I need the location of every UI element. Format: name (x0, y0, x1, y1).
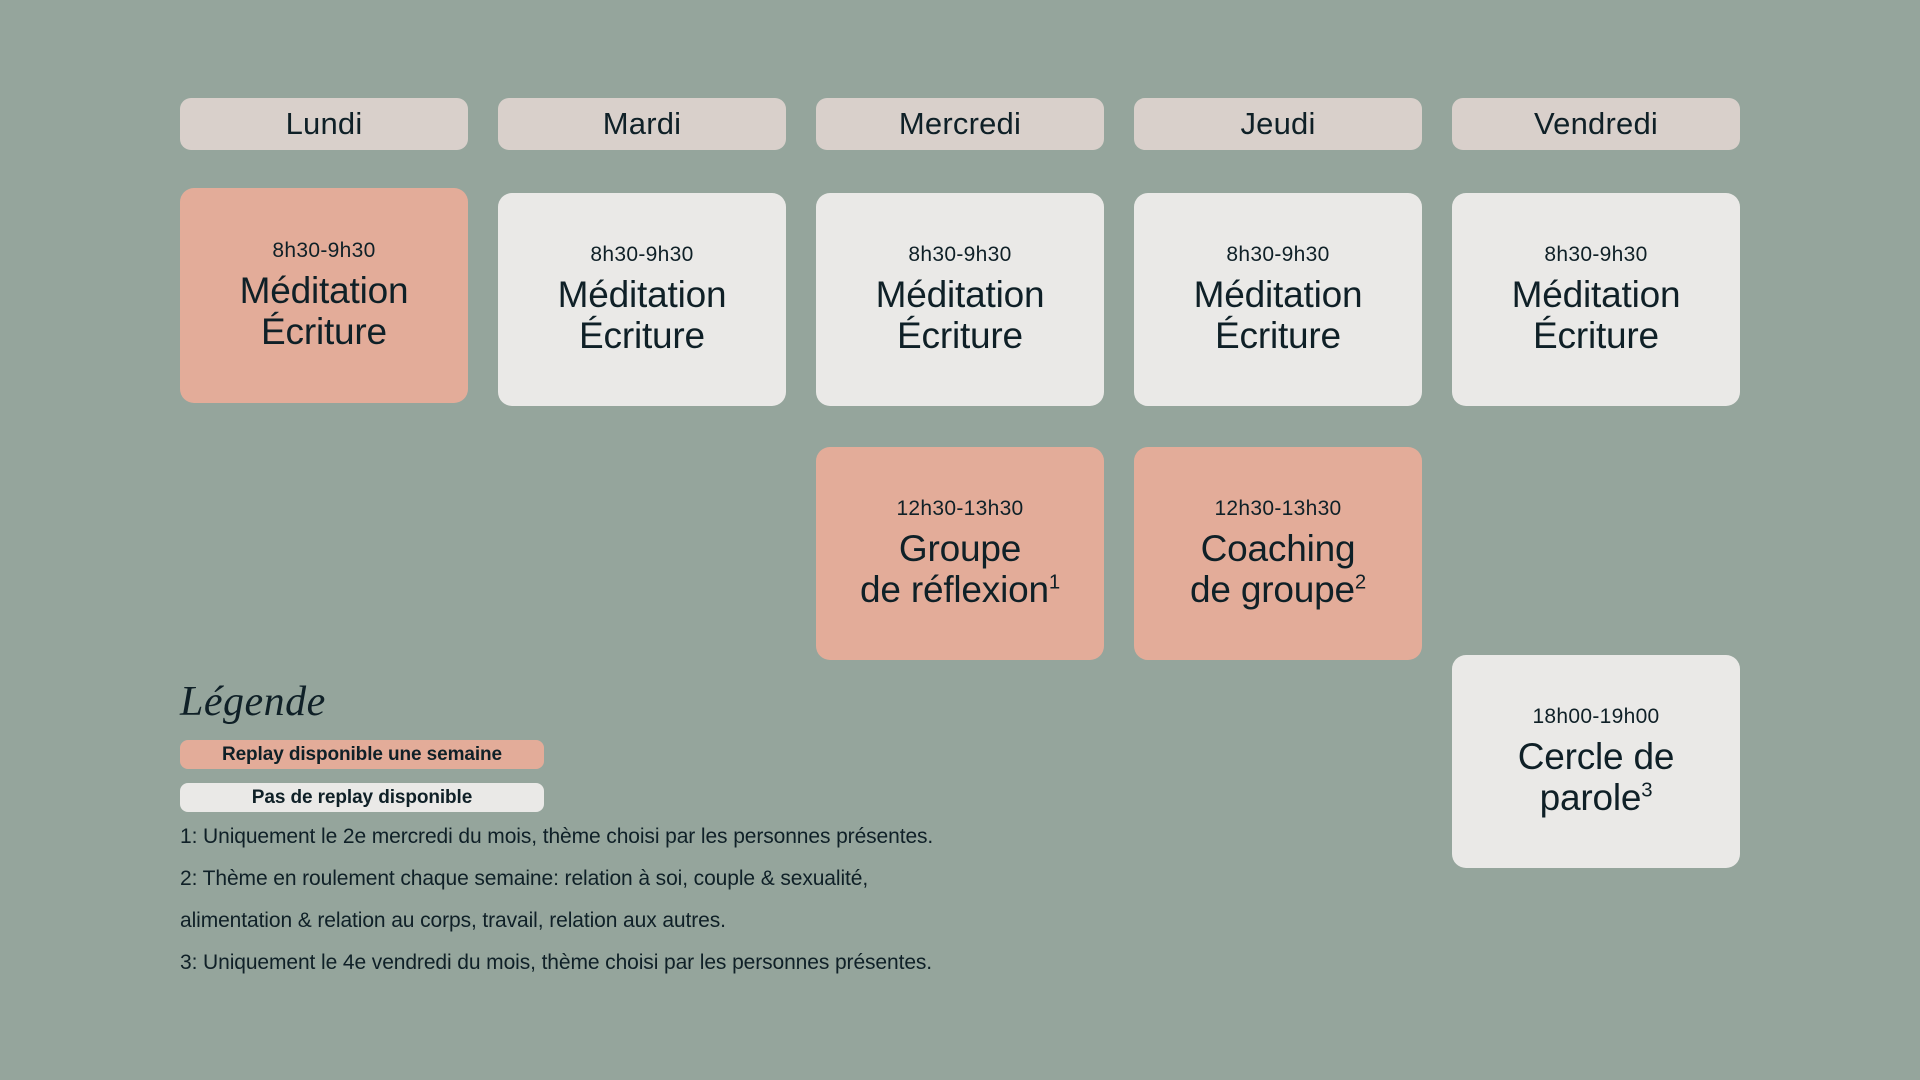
session-title-line-1: Groupe (898, 527, 1022, 569)
session-title-line-2-text: de groupe (1190, 569, 1355, 611)
session-title-line-2: Écriture (1512, 315, 1681, 356)
session-title-line-1: Méditation (239, 269, 409, 311)
legend-pill-replay-available: Replay disponible une semaine (180, 740, 544, 769)
day-headers-row: Lundi Mardi Mercredi Jeudi Vendredi (180, 98, 1740, 150)
session-time: 8h30-9h30 (272, 239, 376, 263)
session-title-line-2: Écriture (1194, 315, 1363, 356)
session-time: 8h30-9h30 (1226, 243, 1330, 267)
session-time: 18h00-19h00 (1532, 705, 1660, 729)
session-time: 8h30-9h30 (908, 243, 1012, 267)
session-title-line-1: Coaching (1200, 527, 1356, 569)
footnote-marker: 1 (1048, 571, 1060, 594)
footnotes-list: 1: Uniquement le 2e mercredi du mois, th… (180, 826, 940, 973)
session-title-line-2: Écriture (876, 315, 1045, 356)
session-time: 8h30-9h30 (590, 243, 694, 267)
footnote-line: 1: Uniquement le 2e mercredi du mois, th… (180, 825, 934, 848)
session-time: 12h30-13h30 (1214, 497, 1342, 521)
legend-section: Légende Replay disponible une semaine Pa… (180, 678, 940, 994)
day-header-jeudi[interactable]: Jeudi (1134, 98, 1422, 150)
day-header-lundi[interactable]: Lundi (180, 98, 468, 150)
empty-slot (1134, 655, 1422, 868)
day-header-mardi[interactable]: Mardi (498, 98, 786, 150)
day-header-vendredi[interactable]: Vendredi (1452, 98, 1740, 150)
footnote-line: alimentation & relation au corps, travai… (180, 909, 726, 932)
empty-slot (180, 447, 468, 660)
day-header-mercredi[interactable]: Mercredi (816, 98, 1104, 150)
session-title-line-1: Méditation (875, 273, 1045, 315)
empty-slot (498, 447, 786, 660)
session-title-line-2: Écriture (558, 315, 727, 356)
session-time: 12h30-13h30 (896, 497, 1024, 521)
legend-pill-no-replay: Pas de replay disponible (180, 783, 544, 812)
session-title-line-2: de réflexion1 (860, 569, 1060, 610)
session-title-line-2-text: parole (1539, 777, 1642, 819)
session-title-line-2: parole3 (1518, 777, 1675, 818)
session-title-line-2-text: Écriture (261, 311, 387, 353)
footnote-line: 3: Uniquement le 4e vendredi du mois, th… (180, 951, 933, 974)
session-title-line-1: Méditation (557, 273, 727, 315)
session-title-line-1: Cercle de (1517, 735, 1675, 777)
legend-title: Légende (180, 679, 326, 725)
empty-slot (1452, 447, 1740, 660)
footnote-marker: 3 (1641, 779, 1653, 802)
footnote-line: 2: Thème en roulement chaque semaine: re… (180, 867, 869, 890)
session-title-line-2-text: Écriture (897, 315, 1023, 357)
session-title-line-1: Méditation (1511, 273, 1681, 315)
session-title-line-2-text: Écriture (1215, 315, 1341, 357)
session-title-line-2: Écriture (240, 311, 409, 352)
session-title-line-1: Méditation (1193, 273, 1363, 315)
session-title-line-2-text: Écriture (579, 315, 705, 357)
session-time: 8h30-9h30 (1544, 243, 1648, 267)
session-title-line-2: de groupe2 (1190, 569, 1366, 610)
session-title-line-2-text: Écriture (1533, 315, 1659, 357)
session-title-line-2-text: de réflexion (859, 569, 1049, 611)
footnote-marker: 2 (1354, 571, 1366, 594)
